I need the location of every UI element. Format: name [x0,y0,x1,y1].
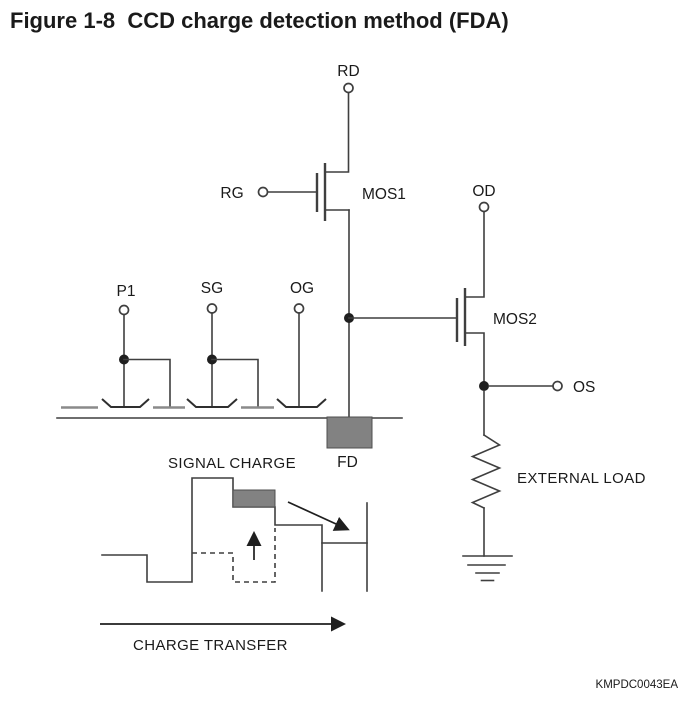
mos2-transistor: MOS2 [455,211,537,387]
os-terminal-label: OS [573,379,595,396]
rd-terminal-label: RD [337,63,359,80]
fd-diffusion-rect [326,416,373,449]
signal-charge-packet [232,489,276,508]
potential-diagram: SIGNAL CHARGE [101,455,368,592]
charge-transfer: CHARGE TRANSFER [100,616,347,654]
reset-drain-branch: RD [325,63,360,173]
sg-electrode [186,398,238,408]
p1-gate: P1 [117,283,171,408]
rg-terminal [257,186,269,198]
od-terminal [478,201,490,213]
signal-charge-label: SIGNAL CHARGE [168,455,296,472]
ground-symbol [462,555,513,582]
fd-node: FD [326,416,373,471]
sg-terminal [206,303,218,314]
sg-gate: SG [201,280,259,408]
os-junction-dot [479,381,489,391]
od-terminal-label: OD [472,183,495,200]
previous-potential-dashed [192,528,276,583]
mos1-transistor: MOS1 [267,163,406,221]
og-gate: OG [290,280,314,408]
og-electrode [276,398,327,408]
external-load-label: EXTERNAL LOAD [517,470,646,487]
output-source-branch: OS [479,379,595,396]
p1-electrode [101,398,150,408]
charge-to-fd-arrow [287,501,350,531]
reset-gate-terminal: RG [220,185,269,202]
mos2-label: MOS2 [493,311,537,328]
fd-label: FD [337,454,358,471]
figure-title: Figure 1-8 CCD charge detection method (… [10,8,509,33]
p1-terminal [118,304,130,316]
p1-terminal-label: P1 [117,283,136,300]
ccd-gate-structure: P1 SG OG [56,280,403,419]
fd-node-wiring [344,209,458,418]
potential-staircase [101,477,323,592]
charge-transfer-label: CHARGE TRANSFER [133,637,288,654]
rg-terminal-label: RG [220,185,243,202]
rd-terminal [343,82,354,94]
os-terminal [552,380,563,392]
og-terminal [293,303,305,314]
mos1-label: MOS1 [362,186,406,203]
external-load-resistor: EXTERNAL LOAD [470,390,646,557]
sg-terminal-label: SG [201,280,223,297]
document-id: KMPDC0043EA [596,679,679,691]
output-drain-terminal: OD [472,183,496,213]
og-terminal-label: OG [290,280,314,297]
